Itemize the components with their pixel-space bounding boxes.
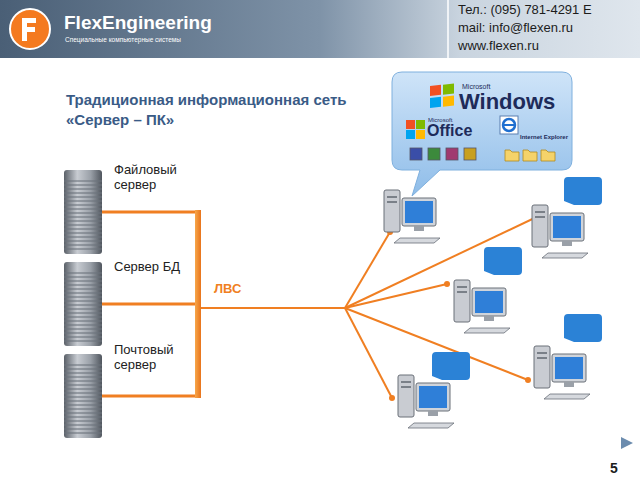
pc-icon xyxy=(454,280,510,333)
lan-label: ЛВС xyxy=(212,282,243,297)
note-tag xyxy=(484,247,522,275)
server-label: Файловый сервер xyxy=(114,163,194,193)
logo-text: Windows xyxy=(459,89,555,114)
server-name: Сервер БД xyxy=(114,260,194,275)
pc-icon xyxy=(398,375,454,428)
server-name: Почтовый сервер xyxy=(114,343,194,373)
note-tag xyxy=(432,352,470,380)
pc-icon xyxy=(534,346,590,399)
note-tag xyxy=(564,177,602,205)
server-name: Файловый сервер xyxy=(114,163,194,193)
server-label: Сервер БД xyxy=(114,260,194,275)
company-tagline: Специальные компьютерные системы xyxy=(65,36,181,43)
note-tag xyxy=(564,314,602,342)
contact-phone: Тел.: (095) 781-4291 E xyxy=(458,3,592,18)
slide-title: Традиционная информационная сеть «Сервер… xyxy=(66,90,366,129)
contact-web: www.flexen.ru xyxy=(458,39,539,54)
company-name: FlexEngineering xyxy=(64,12,212,34)
pc-icon xyxy=(532,205,588,258)
server-label: Почтовый сервер xyxy=(114,343,194,373)
logo-text: Internet Explorer xyxy=(520,134,568,141)
logo-text: Office xyxy=(427,122,472,140)
contact-mail: mail: info@flexen.ru xyxy=(458,21,573,36)
pc-icon xyxy=(384,190,440,243)
page-number: 5 xyxy=(610,460,618,476)
